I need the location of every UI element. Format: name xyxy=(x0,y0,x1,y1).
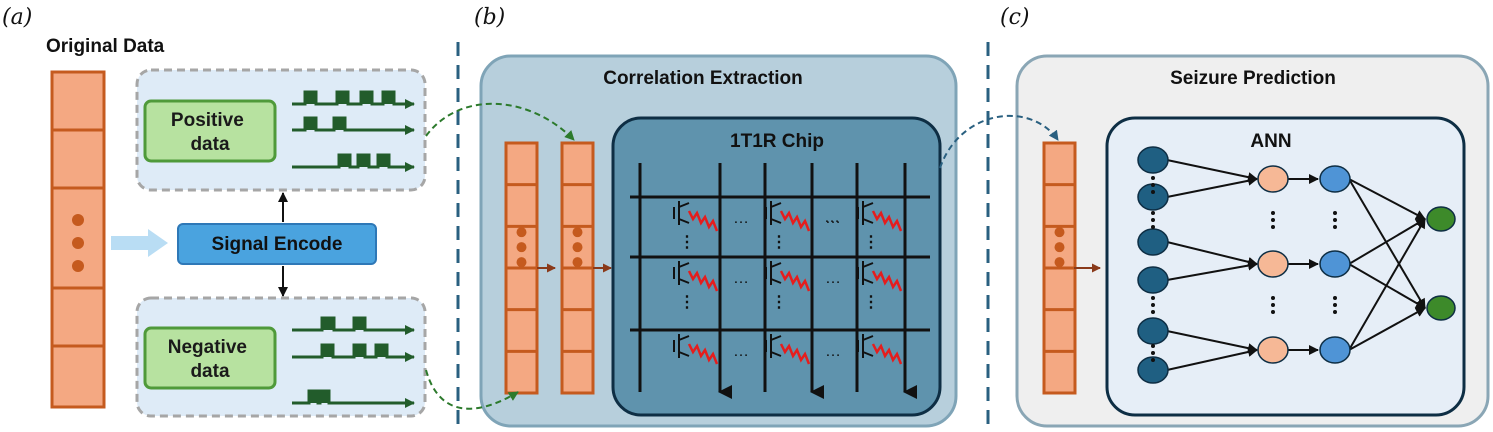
neural-network xyxy=(1137,146,1456,384)
transistor-resistor-cell: ⋮ xyxy=(857,261,903,311)
ann-input-node xyxy=(1137,146,1169,174)
ann-input-node xyxy=(1137,183,1169,211)
transistor-resistor-cell: ⋮ xyxy=(765,261,811,311)
panel-c-tag: (c) xyxy=(1000,5,1030,30)
crossbar-array: ⋮⋮⋮……⋮⋮⋮…………… xyxy=(630,163,930,399)
ann-edge xyxy=(1348,307,1426,351)
ann-hidden-node xyxy=(1257,165,1289,193)
ann-hidden-node xyxy=(1319,336,1351,364)
ellipsis-icon xyxy=(1151,303,1155,307)
negative-pulse-trains xyxy=(292,316,415,408)
right-arrow-icon xyxy=(111,229,168,257)
panel-b-tag: (b) xyxy=(474,5,505,30)
ann-edge xyxy=(1348,178,1426,220)
ellipsis-icon: … xyxy=(825,270,841,287)
ellipsis-icon xyxy=(1333,218,1337,222)
ann-edge xyxy=(1348,218,1426,265)
ann-edge xyxy=(1166,260,1258,281)
ellipsis-icon: ⋮ xyxy=(679,294,695,311)
ellipsis-icon: ⋮ xyxy=(679,234,695,251)
ann-input-node xyxy=(1137,356,1169,384)
positive-data-group: Positive data xyxy=(135,68,427,192)
ellipsis-icon xyxy=(1151,218,1155,222)
pulse-train xyxy=(292,153,415,172)
correlation-extraction-title: Correlation Extraction xyxy=(603,68,803,89)
ann-hidden-node xyxy=(1257,250,1289,278)
ann-title: ANN xyxy=(1250,131,1291,152)
signal-encode-box: Signal Encode xyxy=(177,223,377,265)
ann-output-node xyxy=(1426,206,1456,232)
panel-c: (c) Seizure Prediction ANN xyxy=(1000,5,1490,428)
panel-a-tag: (a) xyxy=(2,5,32,30)
ellipsis-icon: … xyxy=(825,210,841,227)
chip-to-ann-connector xyxy=(939,114,1059,169)
positive-to-chip-connector xyxy=(425,102,575,141)
ellipsis-icon xyxy=(572,242,583,253)
ann-input-node xyxy=(1137,317,1169,345)
ellipsis-icon: ⋮ xyxy=(863,294,879,311)
ellipsis-icon xyxy=(1054,242,1065,253)
positive-data-label: Positive data xyxy=(171,110,249,155)
signal-encode-label: Signal Encode xyxy=(212,234,343,255)
transistor-resistor-cell: ⋮ xyxy=(673,261,719,311)
ann-edge xyxy=(1348,178,1426,309)
chip-title: 1T1R Chip xyxy=(730,131,824,152)
pulse-train xyxy=(292,90,415,109)
ann-edge xyxy=(1348,218,1426,351)
positive-pulse-trains xyxy=(292,90,415,172)
ellipsis-icon: ⋮ xyxy=(771,294,787,311)
ellipsis-icon: … xyxy=(825,343,841,360)
original-data-title: Original Data xyxy=(46,36,165,57)
ellipsis-icon xyxy=(72,214,84,226)
ann-edge xyxy=(1166,241,1258,267)
ann-output-node xyxy=(1426,295,1456,321)
input-column-3 xyxy=(1042,141,1077,395)
ann-edge xyxy=(1166,159,1258,183)
transistor-resistor-cell xyxy=(857,334,903,365)
pulse-train xyxy=(292,389,415,408)
transistor-resistor-cell xyxy=(765,334,811,365)
ann-edge xyxy=(1166,175,1258,198)
ann-input-node xyxy=(1137,266,1169,294)
ellipsis-icon xyxy=(1333,303,1337,307)
pulse-train xyxy=(292,343,415,362)
negative-data-group: Negative data xyxy=(135,296,427,418)
ann-edge xyxy=(1166,347,1258,371)
ellipsis-icon xyxy=(1151,351,1155,355)
original-data-column xyxy=(50,70,106,409)
ann-input-node xyxy=(1137,228,1169,256)
panel-b: (b) Correlation Extraction 1T1R Chip ⋮ ⋮ ⋮… xyxy=(474,5,958,428)
ellipsis-icon: … xyxy=(824,209,840,226)
ann-hidden-node xyxy=(1319,250,1351,278)
ann-box: ANN xyxy=(1105,116,1466,417)
ellipsis-icon: … xyxy=(733,343,749,360)
ellipsis-icon: … xyxy=(733,210,749,227)
transistor-resistor-cell: ⋮ xyxy=(857,201,903,251)
transistor-resistor-cell: ⋮ xyxy=(673,201,719,251)
transistor-resistor-cell xyxy=(673,334,719,365)
transistor-resistor-cell: ⋮ xyxy=(765,201,811,251)
negative-to-chip-connector xyxy=(425,369,519,410)
input-column-1 xyxy=(504,141,539,395)
seizure-prediction-title: Seizure Prediction xyxy=(1170,68,1336,89)
ellipsis-icon: ⋮ xyxy=(771,234,787,251)
ann-hidden-node xyxy=(1257,336,1289,364)
ann-hidden-node xyxy=(1319,165,1351,193)
panel-a: (a) Original Data Signal Encode xyxy=(2,5,427,418)
ann-edge xyxy=(1166,330,1258,354)
negative-data-label: Negative data xyxy=(168,337,252,382)
ellipsis-icon xyxy=(1271,303,1275,307)
ellipsis-icon xyxy=(516,242,527,253)
ellipsis-icon xyxy=(1151,183,1155,187)
pulse-train xyxy=(292,316,415,335)
ellipsis-icon xyxy=(1271,218,1275,222)
ellipsis-icon: … xyxy=(733,270,749,287)
pulse-train xyxy=(292,116,415,135)
1t1r-chip: 1T1R Chip ⋮⋮⋮……⋮⋮⋮…………… xyxy=(611,116,942,417)
ellipsis-icon: ⋮ xyxy=(863,234,879,251)
input-column-2 xyxy=(560,141,595,395)
